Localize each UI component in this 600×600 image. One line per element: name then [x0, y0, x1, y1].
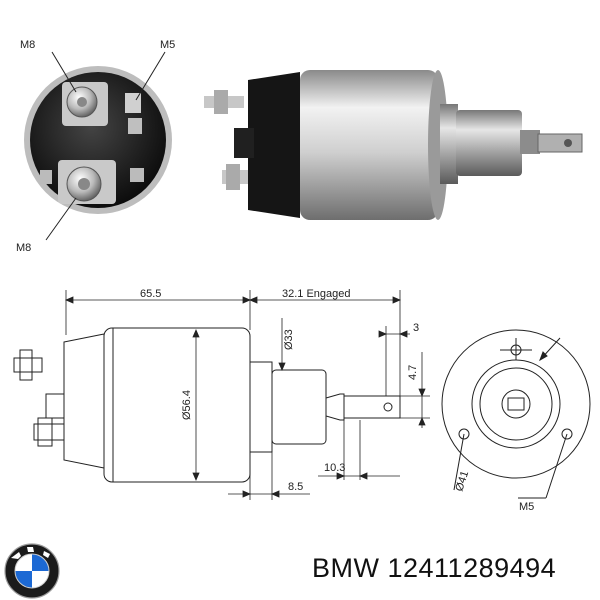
dwg-nose: [271, 369, 327, 445]
stud-thread-bottom: [78, 178, 90, 190]
dim-arrows-8-5: [242, 490, 280, 498]
leader-bottom-left: [45, 197, 77, 241]
dwg-stud-top: [13, 357, 43, 373]
dwg-end-hole-right: [561, 428, 573, 440]
part-number: 12411289494: [387, 553, 557, 583]
dim-arrows-65-5: [64, 296, 252, 304]
dim-label-10-3: 10.3: [324, 462, 345, 474]
dwg-end-tab: [507, 397, 525, 411]
logo-letter-mark-1: [11, 552, 21, 559]
dwg-end-arrow: [539, 351, 548, 362]
bmw-logo-icon: [4, 543, 60, 599]
stud-thread-top: [77, 97, 87, 107]
dwg-plunger: [325, 393, 345, 421]
dwg-nut-bottom: [37, 417, 53, 447]
dim-label-33: Ø33: [283, 329, 295, 350]
small-tab-right: [130, 168, 144, 182]
side-nose-flange: [440, 104, 458, 184]
logo-quadrant-blue-2: [15, 571, 32, 588]
drawing-side: [13, 327, 401, 483]
callout-bottom-left: M8: [16, 242, 31, 254]
dim-label-4-7: 4.7: [407, 365, 419, 380]
photo-end-view: M8 M5 M8: [16, 39, 175, 254]
brand-name: BMW: [312, 553, 380, 583]
dim-label-8-5: 8.5: [288, 481, 303, 493]
side-body-cylinder: [300, 70, 438, 220]
logo-quadrant-blue-1: [32, 554, 49, 571]
small-tab-left: [40, 170, 52, 184]
logo-inner-ring: [14, 553, 50, 589]
dim-label-56-4: Ø56.4: [181, 390, 193, 420]
dim-arrows-56-4: [192, 328, 200, 482]
side-plunger: [520, 130, 540, 154]
photo-side-view: [204, 70, 583, 220]
logo-letter-mark-2: [27, 547, 34, 552]
dwg-plunger-tab: [343, 395, 401, 419]
leader-m5: [545, 433, 568, 499]
dim-arrows-engaged: [248, 296, 402, 304]
leader-41: [453, 433, 465, 491]
dwg-tab-hole: [383, 402, 393, 412]
leader-top-left: [51, 51, 77, 93]
logo-letter-mark-3: [43, 551, 50, 558]
side-nut-bottom: [226, 164, 240, 190]
dim-arrow-33: [278, 362, 286, 372]
callout-top-left: M8: [20, 39, 35, 51]
dwg-terminal-mid: [45, 393, 65, 419]
dim-label-65-5: 65.5: [140, 288, 161, 300]
dim-label-41: Ø41: [453, 469, 471, 492]
dim-arrows-4-7: [418, 388, 426, 426]
drawing-dimensions: [64, 290, 430, 500]
dwg-end-nose: [471, 359, 561, 449]
side-terminal-block: [234, 128, 254, 158]
side-black-cap: [248, 72, 300, 218]
leader-top-right: [135, 51, 166, 101]
dwg-end-outer: [441, 329, 591, 479]
dim-label-engaged: 32.1 Engaged: [282, 288, 351, 300]
side-plunger-tab: [537, 133, 583, 153]
terminal-tab: [128, 118, 142, 134]
dim-label-m5: M5: [519, 501, 534, 513]
side-nose: [456, 110, 522, 176]
drawing-end-view: [441, 329, 591, 499]
dim-label-3: 3: [413, 322, 419, 334]
dwg-body: [103, 327, 251, 483]
dim-arrows-10-3: [336, 472, 368, 480]
dwg-flange: [249, 361, 273, 453]
dwg-nut-top: [19, 349, 33, 381]
dwg-end-nose-inner: [479, 367, 553, 441]
dwg-end-plunger: [501, 389, 531, 419]
side-nut-top: [214, 90, 228, 114]
side-tab-hole: [564, 139, 572, 147]
dwg-end-hole-left: [458, 428, 470, 440]
callout-top-right: M5: [160, 39, 175, 51]
dim-arrows-3: [378, 330, 408, 338]
brand-part-caption: BMW 12411289494: [312, 553, 556, 584]
dwg-cap: [63, 333, 105, 469]
